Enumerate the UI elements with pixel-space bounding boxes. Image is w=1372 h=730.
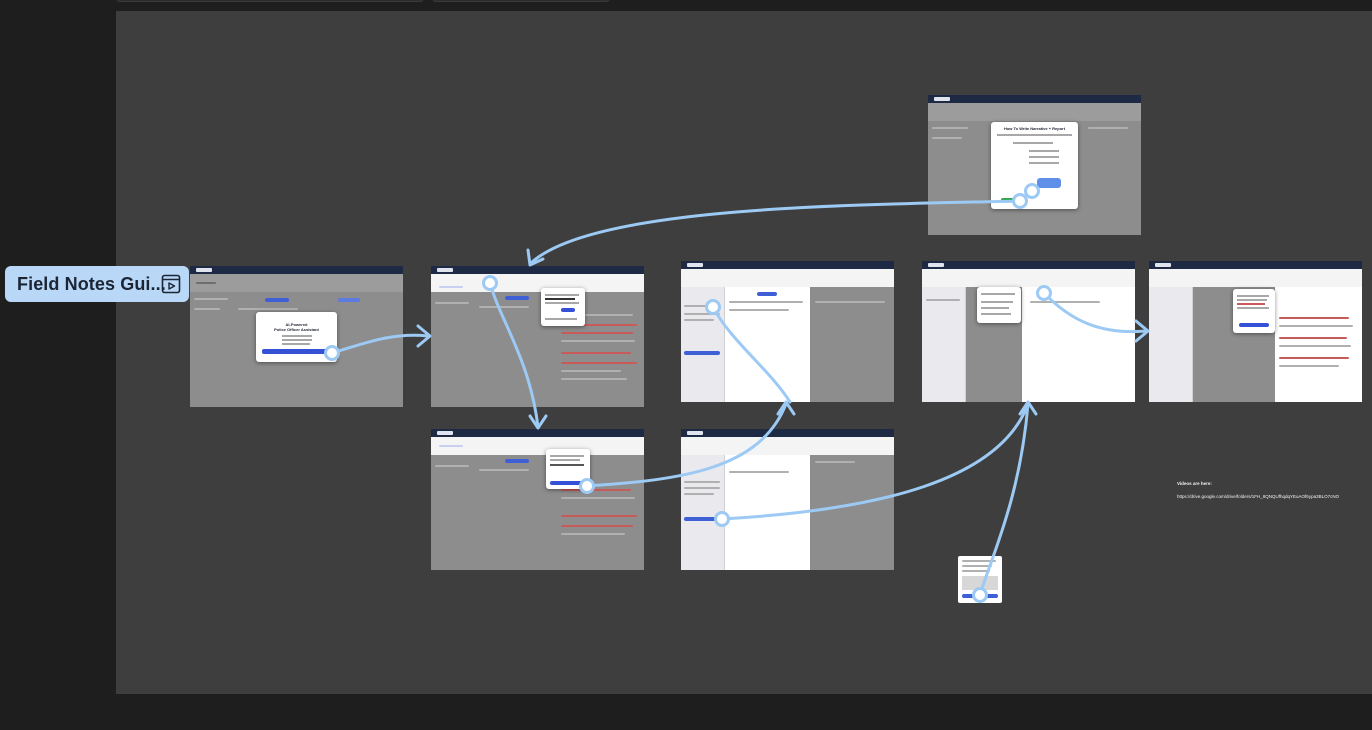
app-header [190, 266, 403, 274]
welcome-title: AI-Powered [285, 322, 308, 327]
videos-label: Videos are here: [1177, 481, 1212, 486]
welcome-subtitle: Police Officer Assistant [274, 327, 319, 332]
hotspot-instructions-continue[interactable] [1012, 193, 1028, 209]
get-started-button[interactable] [262, 349, 330, 354]
report-sidebar [1149, 287, 1193, 402]
final-popover-button[interactable] [1239, 323, 1269, 327]
final-popover [1233, 289, 1275, 333]
top-tab-left[interactable] [116, 0, 424, 2]
welcome-modal: AI-Powered Police Officer Assistant [256, 312, 337, 362]
report-panel [1275, 287, 1362, 402]
screen-narrative-start[interactable] [681, 261, 894, 402]
popover-next-button[interactable] [561, 308, 575, 312]
instructions-title: How To Write Narrative + Report [1003, 126, 1066, 131]
app-header [681, 261, 894, 269]
app-header [431, 429, 644, 437]
app-toolbar [1149, 269, 1362, 287]
app-header [928, 95, 1141, 103]
hotspot-narrative[interactable] [705, 299, 721, 315]
app-header [922, 261, 1135, 269]
upload-area[interactable] [1037, 178, 1061, 188]
popover-confirm-button[interactable] [550, 481, 584, 485]
app-toolbar [922, 269, 1135, 287]
top-tab-right[interactable] [432, 0, 610, 2]
screen-narrative-guide[interactable] [681, 429, 894, 570]
screen-report-type[interactable] [431, 266, 644, 407]
screen-welcome[interactable]: AI-Powered Police Officer Assistant [190, 266, 403, 407]
videos-link[interactable]: https://drive.google.com/drive/folders/1… [1177, 494, 1340, 499]
report-type-popover [541, 288, 585, 326]
hotspot-report-type[interactable] [482, 275, 498, 291]
app-header [1149, 261, 1362, 269]
app-header [681, 429, 894, 437]
screen-report-type-select[interactable] [431, 429, 644, 570]
evidence-panel [1022, 287, 1135, 402]
hotspot-instructions-upload[interactable] [1024, 183, 1040, 199]
screen-final-report[interactable] [1149, 261, 1362, 402]
evidence-popover [977, 287, 1021, 323]
hotspot-welcome[interactable] [324, 345, 340, 361]
screen-report-instructions[interactable]: How To Write Narrative + Report [928, 95, 1141, 235]
app-toolbar [190, 274, 403, 292]
hotspot-mobile[interactable] [972, 587, 988, 603]
app-toolbar [431, 274, 644, 292]
app-toolbar [928, 103, 1141, 121]
flow-start-label-text: Field Notes Gui... [17, 273, 166, 294]
app-header [431, 266, 644, 274]
hotspot-guide[interactable] [714, 511, 730, 527]
app-toolbar [681, 437, 894, 455]
screen-evidence-upload[interactable] [922, 261, 1135, 402]
hotspot-evidence[interactable] [1036, 285, 1052, 301]
flow-start-label[interactable]: Field Notes Gui... [5, 266, 189, 302]
app-toolbar [681, 269, 894, 287]
evidence-sidebar [922, 287, 966, 402]
hotspot-report-select[interactable] [579, 478, 595, 494]
play-in-frame-icon[interactable] [161, 274, 181, 294]
narrative-panel [725, 287, 810, 402]
